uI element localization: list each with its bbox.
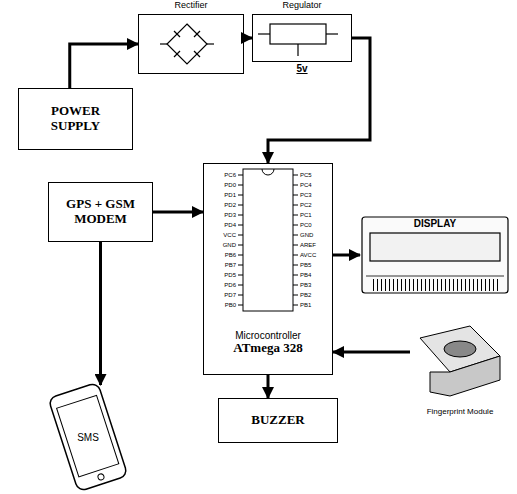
node-label: GPS + GSM MODEM (61, 197, 141, 227)
node-label: DISPLAY (414, 218, 456, 230)
pin-name: PB4 (300, 272, 311, 279)
pin-name: PC3 (300, 192, 312, 199)
gps-gsm-modem-box: GPS + GSM MODEM (48, 182, 153, 242)
pin-name: PC5 (300, 172, 312, 179)
node-label: ATmega 328 (233, 341, 302, 356)
bridge-rectifier-symbol (160, 24, 214, 64)
lcd-display (362, 217, 508, 293)
arrow-connector (153, 211, 203, 214)
pin-name: PC6 (224, 172, 236, 179)
block-heading: Rectifier (139, 0, 243, 10)
pin-name: PD4 (224, 222, 236, 229)
arrow-connector (99, 242, 102, 385)
pin-name: PC2 (300, 202, 312, 209)
ic-chip (243, 169, 293, 311)
ic-pins (238, 175, 298, 305)
voltage-label: 5v (253, 63, 351, 75)
phone-illustration (48, 382, 128, 491)
pin-name: PB5 (300, 262, 311, 269)
arrow-connector (244, 37, 252, 40)
power-supply-box: POWER SUPPLY (18, 88, 133, 150)
fingerprint-scanner (420, 326, 500, 396)
pin-name: PB0 (225, 302, 236, 309)
pin-name: PD5 (224, 272, 236, 279)
rectifier-box: Rectifier (138, 14, 244, 74)
node-label: POWER SUPPLY (36, 104, 116, 134)
display-module: DISPLAY (360, 215, 510, 295)
pin-name: PD7 (224, 292, 236, 299)
pin-name: PD0 (224, 182, 236, 189)
node-label: BUZZER (251, 413, 304, 428)
buzzer-box: BUZZER (218, 398, 338, 443)
pin-name: PC1 (300, 212, 312, 219)
fingerprint-module: Fingerprint Module (410, 318, 510, 418)
pin-name: PB2 (300, 292, 311, 299)
pin-name: PD2 (224, 202, 236, 209)
block-heading: Regulator (253, 0, 351, 10)
pin-name: VCC (223, 232, 236, 239)
regulator-box: Regulator5v (252, 14, 352, 62)
node-label: SMS (77, 432, 99, 444)
arrow-connector (333, 351, 410, 354)
pin-name: PC4 (300, 182, 312, 189)
pin-name: PD3 (224, 212, 236, 219)
arrow-connector (267, 375, 270, 398)
pin-name: PD1 (224, 192, 236, 199)
pin-name: PB1 (300, 302, 311, 309)
arrow-connector (70, 44, 138, 88)
pin-name: AVCC (300, 252, 316, 259)
arrow-connector (333, 254, 360, 257)
pin-name: PD6 (224, 282, 236, 289)
pin-name: PC0 (300, 222, 312, 229)
phone-sms: SMS (50, 385, 126, 490)
regulator-symbol (258, 24, 338, 56)
pin-name: PB7 (225, 262, 236, 269)
arrow-connector (268, 38, 370, 163)
pin-name: GND (300, 232, 313, 239)
microcontroller-box: MicrocontrollerATmega 328 (203, 163, 333, 375)
pin-name: PB6 (225, 252, 236, 259)
pin-name: AREF (300, 242, 316, 249)
node-label: Fingerprint Module (427, 407, 494, 416)
pin-name: PB3 (300, 282, 311, 289)
pin-name: GND (223, 242, 236, 249)
node-label: Microcontroller (235, 330, 301, 342)
